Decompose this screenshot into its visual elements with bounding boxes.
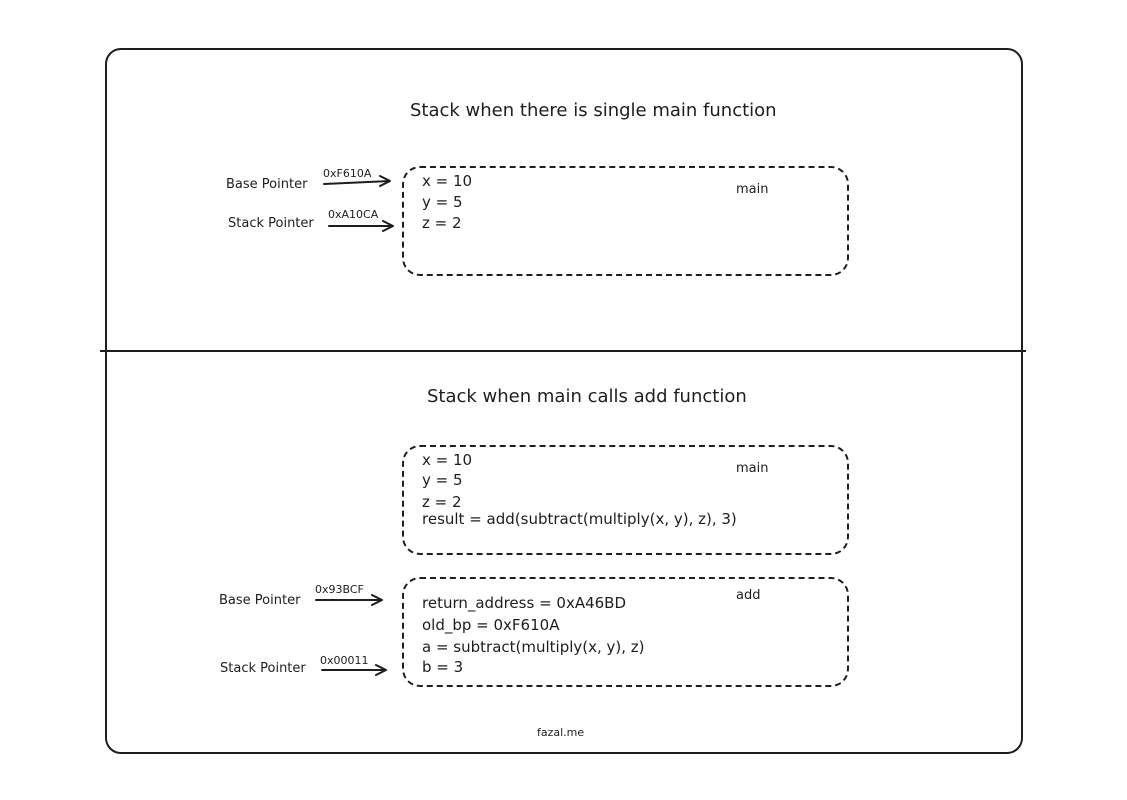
top-main-line: z = 2 — [422, 214, 462, 232]
bottom-stack-pointer-label: Stack Pointer — [220, 661, 306, 676]
top-main-line: y = 5 — [422, 193, 463, 211]
bottom-stack-pointer-arrow — [321, 664, 387, 676]
section-divider — [100, 350, 1026, 352]
footer-credit: fazal.me — [537, 726, 585, 739]
bottom-main-frame-label: main — [736, 461, 769, 476]
bottom-base-pointer-address: 0x93BCF — [315, 583, 364, 596]
top-section-title: Stack when there is single main function — [410, 100, 777, 121]
bottom-main-line: y = 5 — [422, 471, 463, 489]
top-base-pointer-address: 0xF610A — [323, 167, 372, 180]
bottom-add-line: return_address = 0xA46BD — [422, 594, 627, 612]
bottom-base-pointer-label: Base Pointer — [219, 593, 301, 608]
top-main-frame-label: main — [736, 182, 769, 197]
top-stack-pointer-label: Stack Pointer — [228, 216, 314, 231]
top-main-stack-frame — [402, 166, 849, 276]
diagram-border — [105, 48, 1023, 754]
bottom-section-title: Stack when main calls add function — [427, 386, 747, 407]
bottom-add-stack-frame — [402, 577, 849, 687]
top-stack-pointer-arrow — [328, 220, 394, 232]
bottom-add-line: old_bp = 0xF610A — [422, 616, 560, 634]
bottom-add-line: b = 3 — [422, 658, 464, 676]
top-main-line: x = 10 — [422, 172, 473, 190]
bottom-base-pointer-arrow — [315, 594, 383, 606]
bottom-add-line: a = subtract(multiply(x, y), z) — [422, 638, 645, 656]
top-base-pointer-arrow — [323, 175, 391, 187]
top-base-pointer-label: Base Pointer — [226, 177, 308, 192]
bottom-main-line: z = 2 — [422, 493, 462, 511]
bottom-main-line: result = add(subtract(multiply(x, y), z)… — [422, 510, 737, 528]
bottom-main-stack-frame — [402, 445, 849, 555]
bottom-add-frame-label: add — [736, 588, 761, 603]
bottom-stack-pointer-address: 0x00011 — [320, 654, 369, 667]
top-stack-pointer-address: 0xA10CA — [328, 208, 379, 221]
bottom-main-line: x = 10 — [422, 451, 473, 469]
